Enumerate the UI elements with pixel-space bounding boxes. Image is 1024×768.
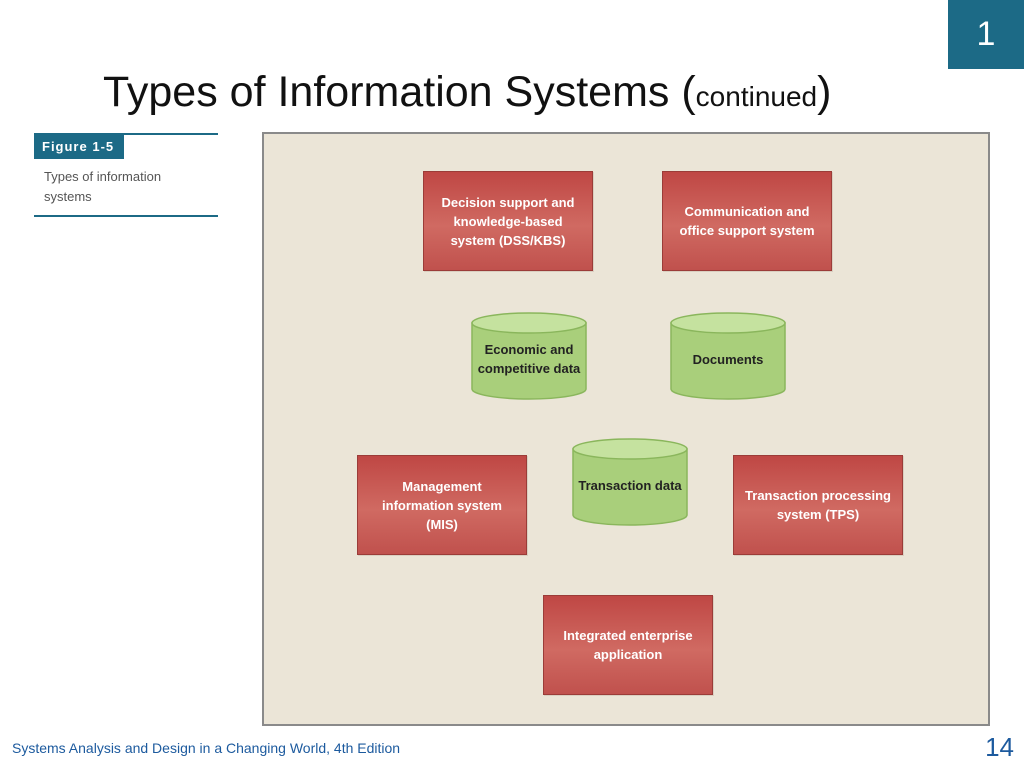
transaction-data-cylinder [572,438,688,526]
chapter-badge: 1 [948,0,1024,69]
economic-data-cylinder [471,312,587,400]
integrated-enterprise-box: Integrated enterprise application [543,595,713,695]
title-main: Types of Information Systems ( [103,68,696,116]
documents-cylinder [670,312,786,400]
dss-kbs-box: Decision support and knowledge-based sys… [423,171,593,271]
tps-label: Transaction processing system (TPS) [745,488,891,522]
mis-label: Management information system (MIS) [382,478,502,532]
title-close: ) [817,68,832,116]
footer-text: Systems Analysis and Design in a Changin… [12,740,401,756]
tps-box: Transaction processing system (TPS) [733,455,903,555]
figure-label: Figure 1-5 Types of information systems [34,133,218,217]
slide-title: Types of Information Systems (continued) [103,66,831,123]
transaction-data-label: Transaction data [578,477,682,493]
communication-office-box: Communication and office support system [662,171,832,271]
page-number: 14 [985,732,1014,762]
figure-caption: Types of information systems [44,169,162,204]
figure-tag: Figure 1-5 [34,135,125,159]
documents-label: Documents [692,351,764,367]
communication-office-label: Communication and office support system [679,204,815,238]
mis-box: Management information system (MIS) [357,455,527,555]
integrated-enterprise-label: Integrated enterprise application [563,628,693,662]
figure-rule-bottom [34,215,218,217]
economic-data-label: Economic and competitive data [477,342,581,376]
dss-kbs-label: Decision support and knowledge-based sys… [441,194,575,248]
figure-rule-top [34,133,218,135]
title-continued: continued [695,81,818,112]
diagram-panel: Decision support and knowledge-based sys… [262,132,990,726]
